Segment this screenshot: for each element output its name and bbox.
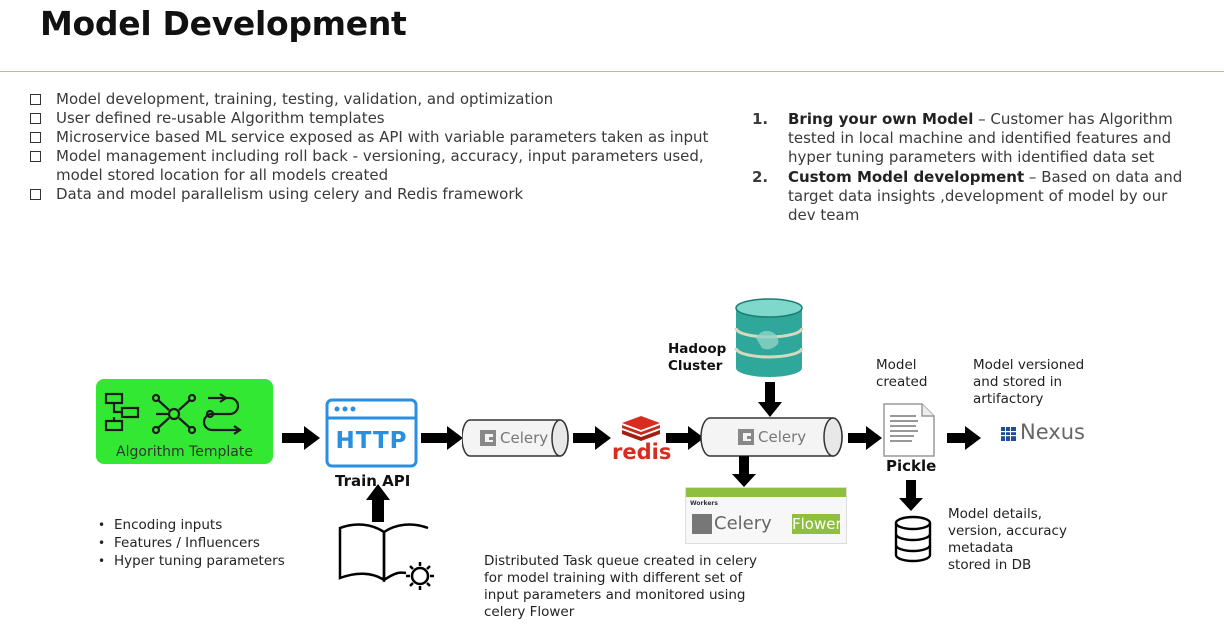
checkbox-bullet-icon	[30, 132, 41, 143]
arrow-right-icon	[282, 426, 320, 450]
input-item: Hyper tuning parameters	[96, 552, 285, 570]
task-queue-description: Distributed Task queue created in celery…	[484, 553, 758, 620]
checkbox-bullet-icon	[30, 113, 41, 124]
checkbox-bullet-icon	[30, 94, 41, 105]
pickle-label: Pickle	[886, 457, 937, 475]
input-item: Encoding inputs	[96, 516, 285, 534]
nexus-label: Nexus	[1020, 420, 1085, 444]
arrow-down-icon	[732, 456, 756, 487]
pickle-file-icon	[883, 403, 935, 457]
approach-item: 2.Custom Model development – Based on da…	[752, 168, 1183, 224]
redis-logo-icon	[622, 416, 660, 441]
page-title: Model Development	[40, 4, 407, 43]
workflow-icon	[202, 396, 240, 432]
feature-item: Model development, training, testing, va…	[30, 90, 710, 109]
arrow-right-icon	[421, 426, 463, 450]
input-parameter-list: Encoding inputs Features / Influencers H…	[96, 516, 285, 570]
feature-item: Microservice based ML service exposed as…	[30, 128, 710, 147]
database-icon	[894, 515, 932, 563]
flower-tab-label: Workers	[690, 500, 718, 507]
http-api-icon	[325, 398, 418, 468]
title-divider	[0, 71, 1224, 72]
checkbox-bullet-icon	[30, 189, 41, 200]
gear-icon	[410, 566, 430, 586]
arrow-down-icon	[758, 382, 782, 417]
feature-list: Model development, training, testing, va…	[30, 90, 710, 204]
arrow-down-icon	[899, 480, 923, 511]
flower-celery-text: Celery	[714, 513, 772, 534]
parameter-book-icon	[338, 523, 434, 590]
celery-queue-icon	[700, 417, 843, 457]
flower-navbar	[686, 488, 846, 497]
db-details-label: Model details, version, accuracy metadat…	[948, 506, 1067, 573]
arrow-up-icon	[366, 484, 390, 522]
approach-list: 1.Bring your own Model – Customer has Al…	[752, 110, 1192, 226]
algorithm-template-box	[96, 379, 273, 464]
celery-label-2: Celery	[758, 428, 807, 446]
http-label: HTTP	[335, 428, 408, 454]
hadoop-cluster-icon	[734, 298, 804, 377]
model-versioned-label: Model versioned and stored in artifactor…	[973, 357, 1085, 407]
celery-label-1: Celery	[500, 429, 549, 447]
feature-item: User defined re-usable Algorithm templat…	[30, 109, 710, 128]
arrow-right-icon	[573, 426, 611, 450]
checkbox-bullet-icon	[30, 151, 41, 162]
algorithm-icons	[104, 392, 242, 435]
network-icon	[167, 407, 181, 421]
approach-item: 1.Bring your own Model – Customer has Al…	[752, 110, 1173, 166]
arrow-right-icon	[666, 426, 704, 450]
flowchart-icon	[104, 392, 124, 405]
train-api-label: Train API	[335, 472, 411, 490]
celery-logo-icon	[692, 514, 712, 534]
celery-queue-icon	[462, 419, 569, 457]
arrow-right-icon	[848, 426, 882, 450]
nexus-logo-icon	[1001, 427, 1016, 441]
input-item: Features / Influencers	[96, 534, 285, 552]
redis-label: redis	[612, 440, 672, 464]
feature-item: Data and model parallelism using celery …	[30, 185, 710, 204]
celery-flower-dashboard: Workers Celery Flower	[685, 487, 847, 544]
algorithm-template-label: Algorithm Template	[116, 444, 253, 460]
arrow-right-icon	[947, 426, 981, 450]
flower-word: Flower	[792, 514, 842, 534]
feature-item: Model management including roll back - v…	[30, 147, 710, 185]
